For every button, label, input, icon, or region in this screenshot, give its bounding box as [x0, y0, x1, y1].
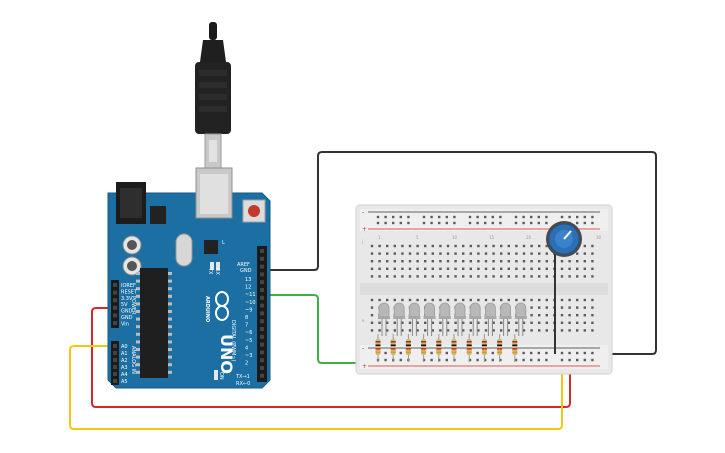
analog-pin-label: A4	[121, 372, 128, 378]
tx-label: TX	[207, 267, 213, 275]
power-header[interactable]	[111, 280, 119, 328]
led[interactable]	[378, 302, 390, 336]
rail-plus-bottom: +	[362, 363, 367, 370]
analog-pin-label: A5	[121, 379, 128, 385]
rail-minus-top: -	[362, 209, 364, 216]
resistor[interactable]	[375, 334, 381, 362]
power-pin-label: IOREF	[121, 283, 136, 289]
digital-pin-label: ~11	[245, 292, 256, 298]
led[interactable]	[514, 302, 527, 336]
potentiometer[interactable]	[546, 221, 582, 257]
digital-pin-label: ~3	[245, 353, 252, 359]
resistor[interactable]	[451, 334, 457, 362]
power-pin-label: RESET	[121, 289, 138, 295]
analog-header[interactable]	[111, 341, 119, 385]
resistor[interactable]	[512, 334, 518, 362]
wire-signal-green[interactable]	[268, 294, 372, 364]
led[interactable]	[469, 302, 482, 336]
rx-label: RX	[214, 268, 220, 275]
power-pin-label: GND	[121, 309, 133, 315]
col-number-20: 20	[526, 235, 532, 240]
crystal	[175, 233, 193, 267]
on-label: ON	[218, 372, 224, 380]
usb-cable	[195, 22, 231, 169]
resistor[interactable]	[405, 334, 411, 362]
power-pin-label: 3.3V	[121, 296, 133, 302]
l-label: L	[222, 240, 225, 246]
microcontroller-chip	[140, 268, 168, 378]
pin-label-gnd: GND	[240, 268, 252, 274]
col-number-15: 15	[489, 235, 495, 240]
digital-pin-label: ~6	[245, 330, 252, 336]
led[interactable]	[454, 302, 466, 336]
led[interactable]	[423, 302, 436, 336]
rail-plus-top: +	[362, 226, 367, 233]
row-letter-e: e	[362, 318, 365, 323]
digital-pin-label: 2	[245, 361, 248, 367]
digital-pin-label: 13	[245, 277, 251, 283]
resistor[interactable]	[436, 334, 442, 362]
analog-pin-label: A2	[121, 358, 128, 364]
col-number-30: 30	[596, 235, 602, 240]
led[interactable]	[499, 302, 512, 336]
digital-pin-label: 12	[245, 285, 251, 291]
led-array	[378, 302, 527, 336]
led[interactable]	[393, 302, 406, 336]
col-number-5: 5	[416, 235, 419, 240]
resistor[interactable]	[481, 334, 487, 362]
resistor[interactable]	[421, 334, 427, 362]
digital-pin-label: ~9	[245, 307, 252, 313]
board-name: UNO	[217, 334, 236, 374]
resistor[interactable]	[497, 334, 503, 362]
pin-label-tx: TX→1	[235, 374, 250, 380]
rail-minus-bottom: -	[362, 345, 364, 352]
brand-label: ARDUINO	[204, 296, 210, 322]
resistor-array	[375, 334, 518, 362]
led[interactable]	[438, 302, 451, 336]
analog-pin-label: A3	[121, 365, 128, 371]
wire-5v-red[interactable]	[91, 240, 571, 408]
analog-pin-label: A1	[121, 351, 128, 357]
pin-label-aref: AREF	[237, 262, 250, 268]
digital-pin-label: ~10	[245, 300, 256, 306]
pin-label-rx: RX←0	[236, 381, 250, 387]
power-pin-label: Vin	[121, 321, 129, 327]
digital-pin-label: 4	[245, 345, 248, 351]
analog-label: ANALOG IN	[130, 346, 136, 374]
digital-pin-label: ~5	[245, 338, 252, 344]
col-number-1: 1	[378, 235, 381, 240]
resistor[interactable]	[390, 334, 396, 362]
power-pin-label: GND	[121, 315, 133, 321]
analog-pin-label: A0	[121, 344, 128, 350]
digital-label: DIGITAL (PWM~)	[230, 320, 236, 362]
arduino-uno[interactable]: ARDUINO UNO DIGITAL (PWM~) POWER ANALOG …	[107, 167, 271, 389]
resistor[interactable]	[466, 334, 472, 362]
wire-a0-yellow[interactable]	[69, 240, 563, 430]
digital-pin-label: 7	[245, 323, 248, 329]
power-label: POWER	[130, 296, 136, 315]
led[interactable]	[408, 302, 421, 336]
row-letter-j: j	[361, 239, 363, 244]
led[interactable]	[484, 302, 497, 336]
arduino-logo	[215, 291, 229, 321]
digital-pin-label: 8	[245, 315, 248, 321]
wires	[69, 151, 657, 430]
power-pin-label: 5V	[121, 302, 128, 308]
breadboard: - + - + j e 1 5 10 15 20 25 30	[355, 204, 613, 375]
wire-gnd-black[interactable]	[268, 151, 657, 355]
col-number-10: 10	[452, 235, 458, 240]
